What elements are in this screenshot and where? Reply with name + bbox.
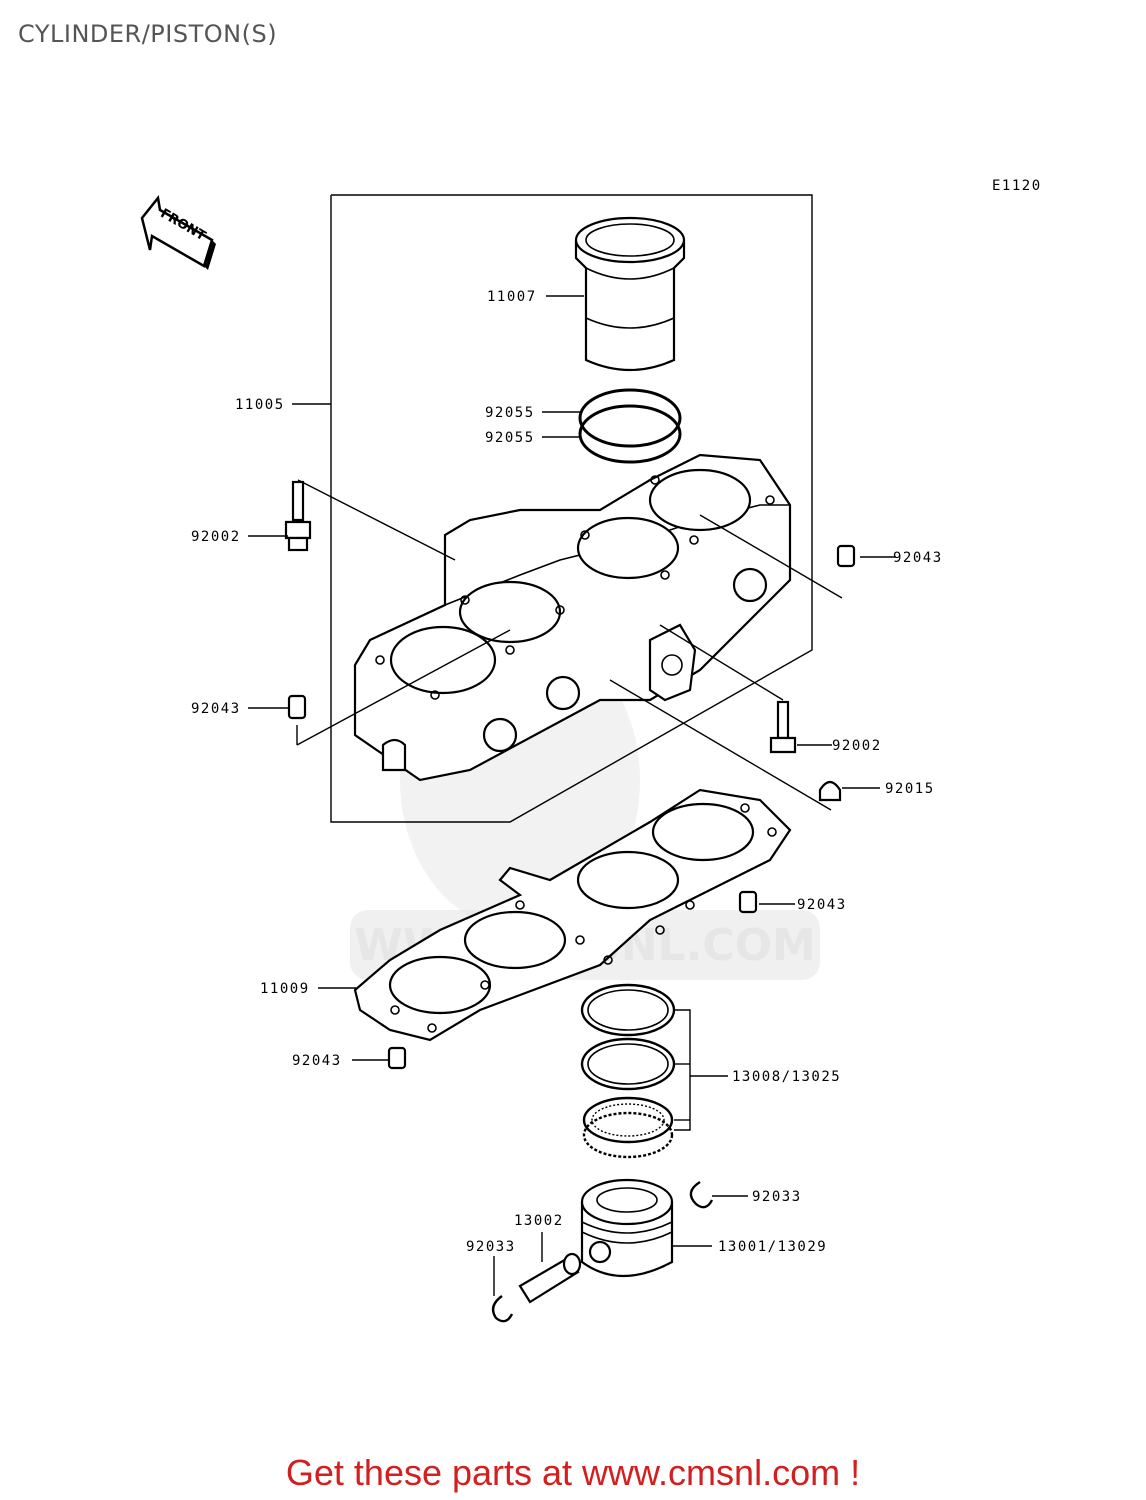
part-label-92043-a[interactable]: 92043 [893, 550, 943, 566]
bolt-lower [769, 700, 797, 754]
assembly-bracket [330, 194, 813, 823]
part-label-92055-b[interactable]: 92055 [485, 430, 535, 446]
front-arrow-icon: FRONT [140, 195, 216, 270]
part-label-92015[interactable]: 92015 [885, 781, 935, 797]
o-rings [578, 388, 682, 464]
part-label-92033-b[interactable]: 92033 [466, 1239, 516, 1255]
piston-rings [580, 983, 676, 1159]
part-label-13001-13029[interactable]: 13001/13029 [718, 1239, 827, 1255]
part-label-92043-c[interactable]: 92043 [797, 897, 847, 913]
piston-pin [518, 1252, 582, 1304]
cap-nut [818, 780, 842, 802]
diagram-code: E1120 [992, 178, 1042, 194]
circlips [491, 1180, 714, 1323]
part-label-13008-13025[interactable]: 13008/13025 [732, 1069, 841, 1085]
part-label-11007[interactable]: 11007 [487, 289, 537, 305]
head-gasket [353, 788, 792, 1042]
leader-lines [248, 295, 896, 1296]
part-label-11005[interactable]: 11005 [235, 397, 285, 413]
dowel-pins [287, 544, 856, 1070]
cylinder-sleeve [574, 216, 686, 372]
cylinder-block [353, 453, 792, 782]
part-label-11009[interactable]: 11009 [260, 981, 310, 997]
part-label-92043-b[interactable]: 92043 [191, 701, 241, 717]
part-label-92033-a[interactable]: 92033 [752, 1189, 802, 1205]
page-title: CYLINDER/PISTON(S) [18, 20, 278, 48]
footer-link[interactable]: Get these parts at www.cmsnl.com ! [285, 1452, 861, 1493]
part-label-13002[interactable]: 13002 [514, 1213, 564, 1229]
part-label-92002-a[interactable]: 92002 [191, 529, 241, 545]
part-label-92055-a[interactable]: 92055 [485, 405, 535, 421]
part-label-92043-d[interactable]: 92043 [292, 1053, 342, 1069]
part-label-92002-b[interactable]: 92002 [832, 738, 882, 754]
bolt-upper [284, 480, 312, 552]
piston [580, 1178, 674, 1277]
